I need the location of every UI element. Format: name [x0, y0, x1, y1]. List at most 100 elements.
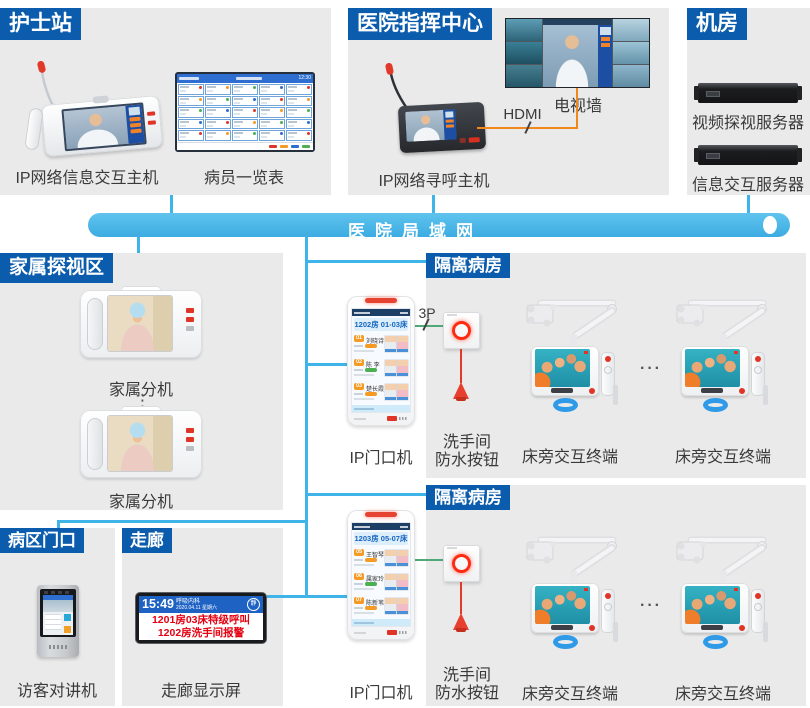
trunk: [305, 237, 308, 598]
caption-door2: IP门口机: [349, 685, 413, 702]
pull-cord-1: [460, 349, 462, 383]
patient-board-cell: [259, 130, 285, 141]
corridor-time: 15:49: [142, 597, 174, 612]
bedside-handset: [601, 589, 615, 633]
visitor-intercom: [37, 585, 79, 657]
bedside-screen: [535, 586, 590, 624]
tag-corridor: 走廊: [122, 528, 172, 554]
waterproof-button-1: [443, 312, 480, 349]
caption-bedside-4: 床旁交互终端: [674, 686, 771, 703]
bedside-screen: [685, 586, 740, 624]
patient-board-cell: [178, 130, 204, 141]
caption-button2-line1: 洗手间: [442, 667, 491, 684]
bedside-handset: [751, 352, 765, 396]
family-ext-handset: [87, 298, 103, 350]
bedside-pole: [613, 622, 618, 642]
patient-board-cell: [286, 95, 312, 107]
tv-wall-tile: [613, 19, 649, 41]
wire-door2-button2: [415, 559, 443, 561]
tag-ward2: 隔离病房: [426, 485, 510, 511]
corridor-alert-1: 1201房03床特级呼叫: [151, 614, 251, 626]
pull-cone-2: [453, 613, 469, 632]
ward1-bed-dots: ···: [640, 360, 662, 377]
tag-family-area: 家属探视区: [0, 253, 114, 283]
tv-wall-center: [543, 19, 612, 87]
caption-bedside-3: 床旁交互终端: [521, 686, 618, 703]
hdmi-wire-v: [576, 88, 578, 129]
caption-paging-console: IP网络寻呼主机: [378, 173, 490, 190]
patient-board-cell: [178, 107, 204, 118]
bedside-tablet: [531, 583, 599, 633]
wire-server-to-lan: [747, 195, 750, 215]
mute-icon: 静: [247, 598, 260, 611]
family-ext-handset: [87, 418, 103, 470]
bedside-handset: [751, 589, 765, 633]
lan-bus: [88, 213, 790, 237]
patient-board-cell: [178, 95, 204, 107]
bedside-pole: [763, 385, 768, 405]
patient-board-cell: [205, 95, 231, 107]
bedside-handset: [601, 352, 615, 396]
bedside-terminal-2: [675, 298, 770, 416]
patient-board-cell: [286, 107, 312, 118]
wire-corridor-door2: [267, 595, 347, 598]
wire-entrance-drop: [57, 520, 60, 530]
lan-bus-cap: [763, 216, 777, 234]
patient-board-cell: [232, 130, 258, 141]
bedside-tablet: [681, 583, 749, 633]
lan-label: 医院局域网: [348, 222, 483, 241]
bedside-ring: [703, 398, 728, 412]
wire-trunk-to-door1: [308, 363, 347, 366]
caption-patient-board: 病员一览表: [203, 170, 284, 187]
family-dots: ⋮: [134, 391, 151, 410]
pull-cord-2: [460, 582, 462, 614]
patient-board-cell: [232, 95, 258, 107]
patient-board-grid: [177, 83, 313, 142]
caption-visitor-intercom: 访客对讲机: [16, 683, 97, 700]
wire-nurse-to-lan: [170, 195, 173, 215]
nurse-host-screen: [61, 102, 147, 152]
patient-board-cell: [286, 130, 312, 141]
patient-board-cell: [205, 84, 231, 95]
bedside-tablet: [681, 346, 749, 396]
caption-button2-line2: 防水按钮: [434, 685, 499, 702]
patient-board-cell: [259, 84, 285, 95]
patient-board-legend: [177, 142, 313, 150]
patient-board-cell: [259, 95, 285, 107]
patient-board-cell: [259, 118, 285, 130]
tv-wall-tile: [506, 42, 542, 64]
hdmi-label: HDMI: [503, 106, 542, 123]
bedside-arm-icon: [676, 299, 767, 346]
wire-lan-to-family: [137, 237, 140, 253]
caption-corridor-display: 走廊显示屏: [160, 683, 241, 700]
tag-nurse-station: 护士站: [0, 8, 81, 41]
family-ext-screen: [108, 416, 172, 471]
caption-tv-wall: 电视墙: [538, 92, 618, 116]
caption-family-ext-2: 家属分机: [108, 494, 173, 511]
family-ext-screen: [108, 296, 172, 351]
patient-board-cell: [205, 130, 231, 141]
caption-button1-line1: 洗手间: [442, 434, 491, 451]
nurse-host-body: [40, 94, 164, 158]
family-extension-2: [80, 406, 202, 480]
info-exchange-server: [694, 145, 802, 165]
tv-wall-tile: [506, 65, 542, 87]
bedside-pole: [763, 622, 768, 642]
wire-trunk-to-entrance: [57, 520, 308, 523]
bedside-screen: [685, 349, 740, 387]
tag-command-center: 医院指挥中心: [348, 8, 492, 41]
corridor-date: 2020.04.11 星期六: [175, 605, 218, 611]
wire-trunk-to-ward2: [308, 493, 426, 496]
paging-console: [375, 58, 487, 158]
caption-nurse-host: IP网络信息交互主机: [15, 170, 159, 187]
patient-board-cell: [205, 118, 231, 130]
bedside-ring: [553, 398, 578, 412]
bedside-terminal-4: [675, 535, 770, 653]
tag-server-room: 机房: [687, 8, 747, 41]
video-visit-server: [694, 83, 802, 103]
tv-wall-tile: [506, 19, 542, 41]
